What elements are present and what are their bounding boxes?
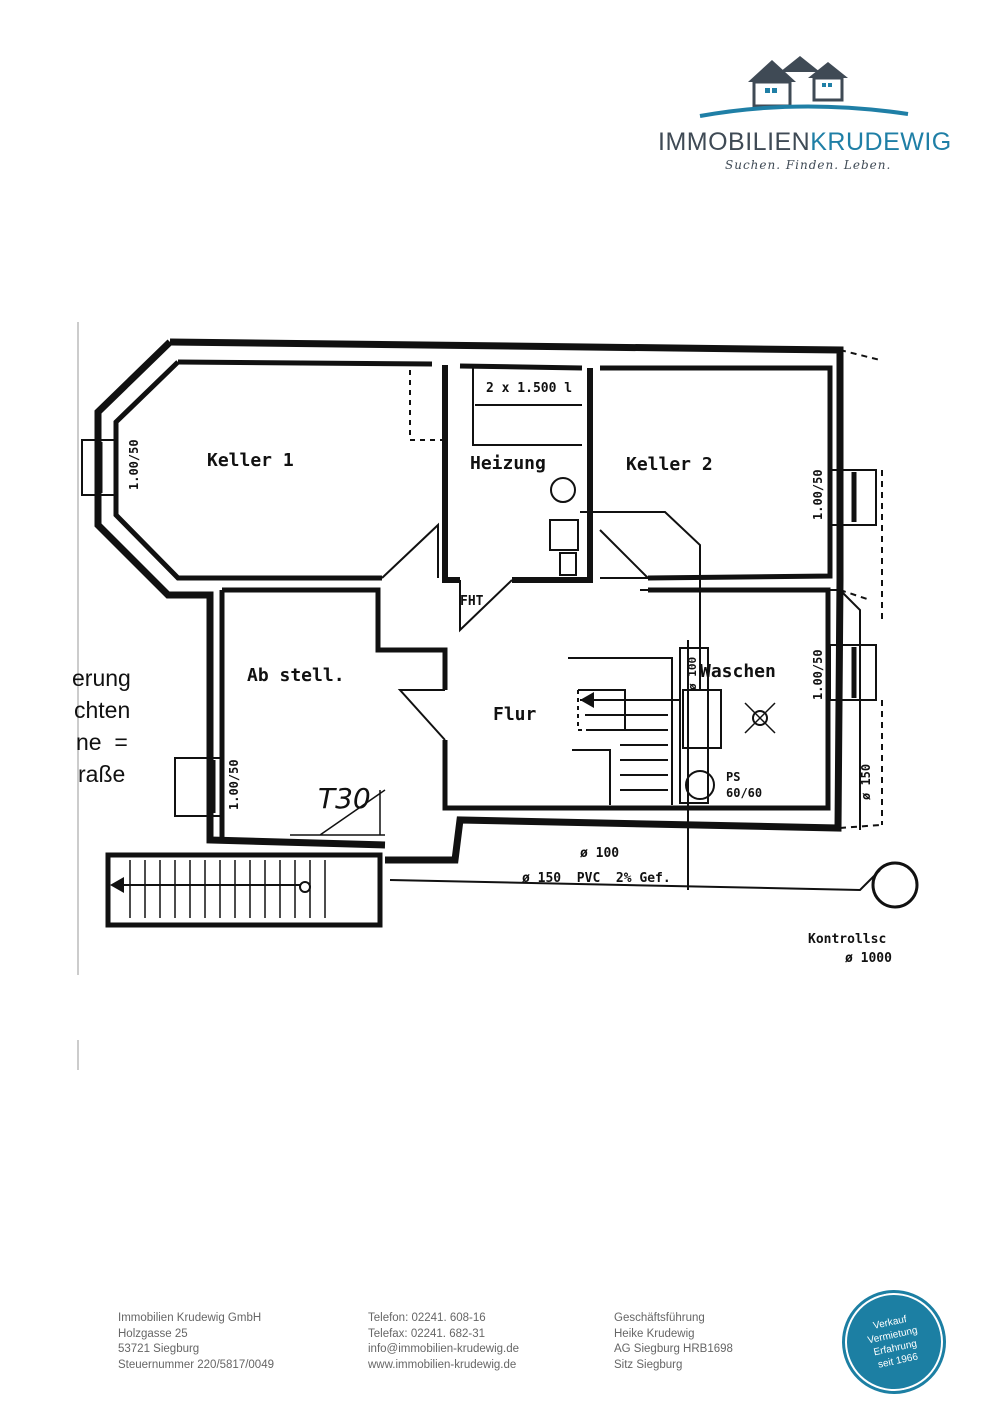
footer-line: Heike Krudewig xyxy=(614,1327,695,1340)
room-label-keller2: Keller 2 xyxy=(626,454,713,475)
footer-line: AG Siegburg HRB1698 xyxy=(614,1343,733,1355)
window-label-3: 1.00/50 xyxy=(811,649,825,700)
logo-name-part2: KRUDEWIG xyxy=(810,128,952,156)
footer-phone: Telefon: 02241. 608-16 xyxy=(368,1312,486,1324)
footer-line: Steuernummer 220/5817/0049 xyxy=(118,1358,274,1371)
room-label-flur: Flur xyxy=(493,704,537,725)
footer-line: Sitz Siegburg xyxy=(614,1358,683,1371)
kontroll-label: Kontrollsc xyxy=(808,932,886,947)
pipe-label-100-vertical: ø 100 xyxy=(686,657,699,690)
footer-line: Holzgasse 25 xyxy=(118,1327,188,1340)
left-fragment-1: erung xyxy=(72,665,131,691)
left-fragment-4: raße xyxy=(78,761,125,787)
left-fragment-3: ne = xyxy=(76,729,128,755)
footer-company: Immobilien Krudewig GmbH Holzgasse 25 53… xyxy=(118,1311,274,1373)
tank-label: 2 x 1.500 l xyxy=(486,381,572,396)
room-label-keller1: Keller 1 xyxy=(207,450,294,471)
logo-name-part1: IMMOBILIEN xyxy=(658,128,811,156)
kontroll-size-label: ø 1000 xyxy=(845,951,892,966)
footer-management: Geschäftsführung Heike Krudewig AG Siegb… xyxy=(614,1311,733,1373)
window-label-4: 1.00/50 xyxy=(227,759,241,810)
footer-contact: Telefon: 02241. 608-16 Telefax: 02241. 6… xyxy=(368,1311,519,1373)
fire-door-label: T30 xyxy=(318,782,371,815)
footer-line: 53721 Siegburg xyxy=(118,1343,200,1355)
fht-label: FHT xyxy=(460,594,484,609)
room-label-waschen: Waschen xyxy=(700,661,776,682)
logo-wordmark: IMMOBILIENKRUDEWIG xyxy=(658,128,952,157)
footer-website-link[interactable]: www.immobilien-krudewig.de xyxy=(368,1358,517,1371)
window-label-2: 1.00/50 xyxy=(811,469,825,520)
houses-icon xyxy=(699,56,909,118)
footer-fax: Telefax: 02241. 682-31 xyxy=(368,1327,486,1340)
room-label-abstell: Ab stell. xyxy=(247,665,345,686)
logo-tagline: Suchen. Finden. Leben. xyxy=(725,158,892,172)
left-fragment-2: chten xyxy=(74,697,130,723)
pipe-label-150-vertical: ø 150 xyxy=(859,764,873,800)
ps-size-label: 60/60 xyxy=(726,786,762,800)
footer-email-link[interactable]: info@immobilien-krudewig.de xyxy=(368,1343,520,1355)
room-label-heizung: Heizung xyxy=(470,453,546,474)
footer-line: Immobilien Krudewig GmbH xyxy=(118,1312,262,1324)
pipe-label-150-pvc: ø 150 PVC 2% Gef. xyxy=(522,871,671,886)
company-logo: IMMOBILIENKRUDEWIG Suchen. Finden. Leben… xyxy=(650,50,952,180)
ps-label: PS xyxy=(726,770,740,784)
window-label-1: 1.00/50 xyxy=(127,439,141,490)
footer-line: Geschäftsführung xyxy=(614,1312,705,1324)
pipe-label-100: ø 100 xyxy=(580,846,619,861)
